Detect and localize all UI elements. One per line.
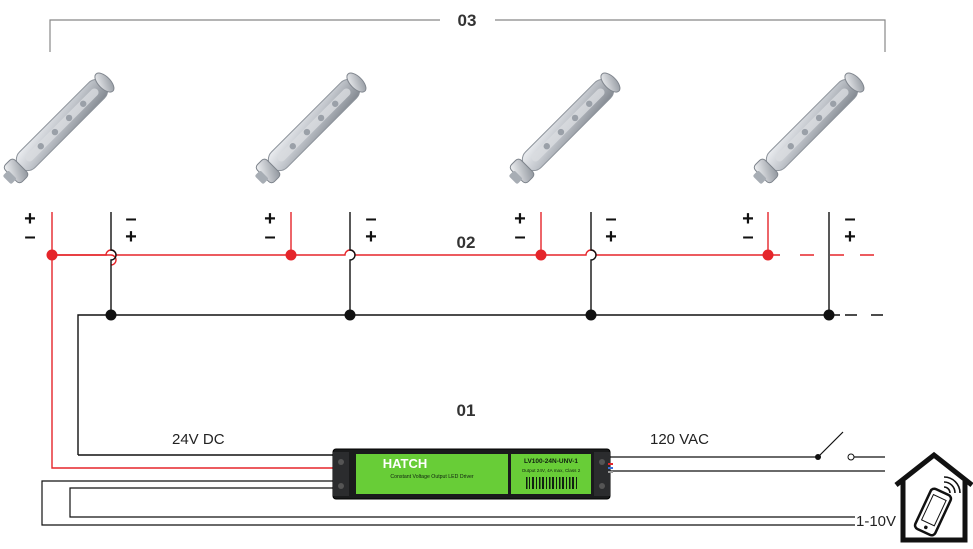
plus-sign: +: [844, 226, 856, 248]
plus-sign: +: [24, 208, 36, 230]
minus-sign: –: [365, 208, 376, 230]
ac-voltage-label: 120 VAC: [650, 431, 709, 448]
dimming-wires: [41, 480, 855, 526]
plus-sign: +: [742, 208, 754, 230]
minus-sign: –: [264, 226, 275, 248]
step-label-03: 03: [458, 11, 477, 30]
driver-leads: [608, 463, 613, 473]
led-bar-fixture-4: [747, 69, 868, 190]
switch-terminal: [847, 453, 855, 461]
step-label-01: 01: [457, 401, 476, 420]
barcode: [526, 477, 577, 489]
span-bracket: [49, 19, 886, 52]
plus-sign: +: [365, 226, 377, 248]
led-driver: HATCH Constant Voltage Output LED Driver…: [332, 448, 613, 500]
minus-sign: –: [605, 208, 616, 230]
plus-sign: +: [605, 226, 617, 248]
led-bar-fixture-3: [503, 69, 624, 190]
dimming-label: 1-10V: [856, 513, 896, 530]
positive-junctions: [46, 249, 774, 261]
step-label-02: 02: [457, 233, 476, 252]
minus-sign: –: [514, 226, 525, 248]
dc-voltage-label: 24V DC: [172, 431, 225, 448]
wifi-icon: [943, 476, 961, 494]
negative-junctions: [105, 309, 835, 321]
minus-sign: –: [844, 208, 855, 230]
plus-sign: +: [264, 208, 276, 230]
polarity-markers: + – – + + – – + + – – + + – – +: [24, 208, 856, 248]
led-bar-fixture-1: [0, 69, 118, 190]
plus-sign: +: [125, 226, 137, 248]
driver-output: Output 24V, 4A max, Class 2: [522, 468, 581, 473]
phone-icon: [913, 487, 953, 537]
driver-brand: HATCH: [383, 456, 428, 471]
switch-contact: [815, 454, 821, 460]
plus-sign: +: [514, 208, 526, 230]
driver-subtitle: Constant Voltage Output LED Driver: [390, 474, 474, 480]
driver-model: LV100-24N-UNV-1: [524, 458, 578, 465]
ac-wires: [610, 431, 885, 472]
led-bar-fixture-2: [249, 69, 370, 190]
minus-sign: –: [125, 208, 136, 230]
minus-sign: –: [742, 226, 753, 248]
smart-home-icon: [894, 451, 973, 543]
minus-sign: –: [24, 226, 35, 248]
